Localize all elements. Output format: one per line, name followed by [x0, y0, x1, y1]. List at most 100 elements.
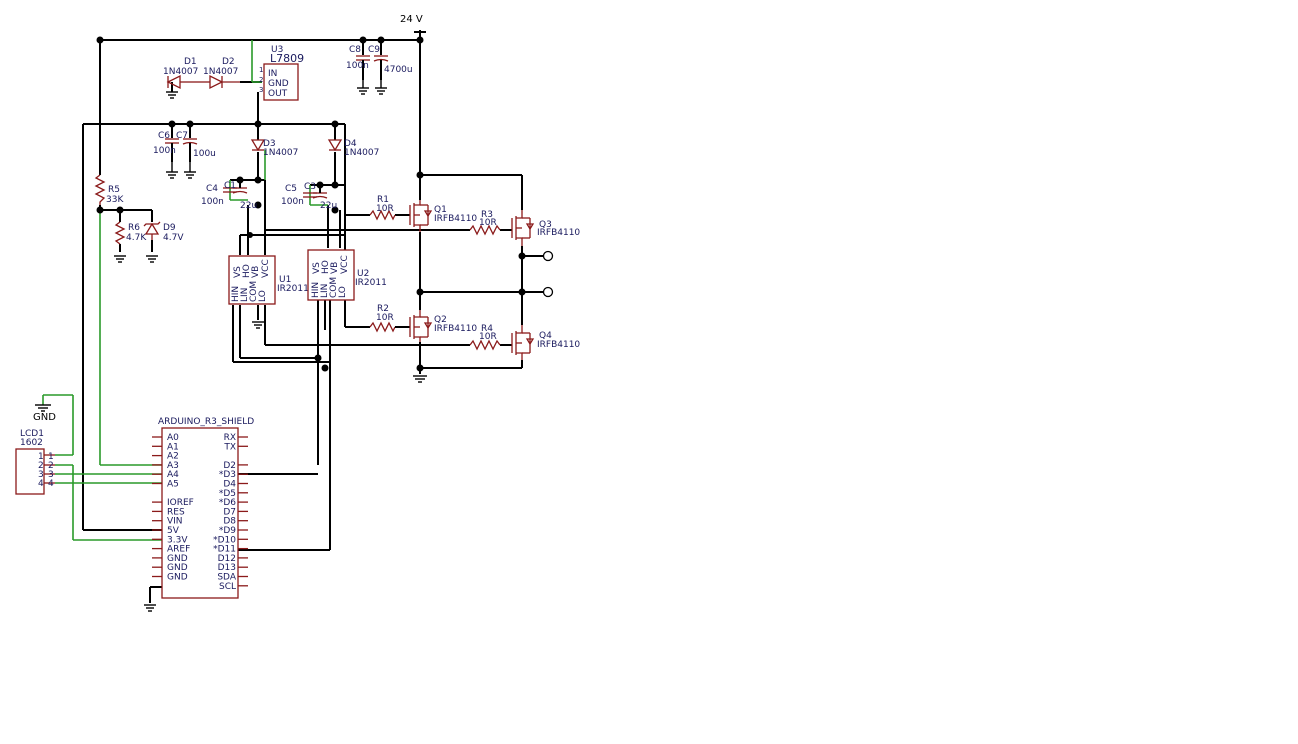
arduino-pin-a0: A0 — [167, 433, 179, 443]
svg-text:1N4007: 1N4007 — [263, 148, 298, 158]
zener-d9: D9 4.7V — [143, 221, 184, 243]
svg-text:VB: VB — [251, 266, 261, 278]
svg-text:22u: 22u — [240, 201, 257, 211]
svg-text:100u: 100u — [193, 149, 216, 159]
svg-text:100n: 100n — [201, 197, 224, 207]
wires — [82, 30, 545, 603]
u3-pin-in: IN — [268, 69, 277, 79]
lcd-connector: LCD1 1602 1 2 3 4 1 2 3 4 — [15, 429, 55, 495]
svg-text:IR2011: IR2011 — [355, 278, 387, 288]
svg-text:IRFB4110: IRFB4110 — [434, 214, 477, 224]
supply-label: 24 V — [400, 14, 423, 25]
svg-text:2: 2 — [38, 461, 44, 471]
arduino-pin-d3: *D3 — [219, 470, 236, 480]
arduino-pin-d8: D8 — [223, 517, 236, 527]
svg-text:IR2011: IR2011 — [277, 284, 309, 294]
u3-pin-num-1: 1 — [259, 66, 263, 74]
gate-driver-u2: HIN LIN COM LO VS HO VB VCC U2 IR2011 — [307, 249, 387, 301]
output-terminals — [542, 250, 554, 298]
svg-text:C7: C7 — [176, 131, 188, 141]
svg-text:LCD1: LCD1 — [20, 429, 44, 439]
svg-text:C4: C4 — [206, 184, 218, 194]
svg-text:4: 4 — [48, 479, 54, 489]
svg-text:Q4: Q4 — [539, 331, 552, 341]
svg-text:10R: 10R — [479, 332, 497, 342]
svg-text:100n: 100n — [281, 197, 304, 207]
svg-text:1: 1 — [38, 452, 44, 462]
svg-text:R4: R4 — [481, 324, 493, 334]
resistor-r1: R1 10R — [369, 195, 396, 221]
svg-text:C6: C6 — [158, 131, 170, 141]
svg-text:VS: VS — [312, 262, 322, 274]
u3-part: L7809 — [270, 52, 304, 65]
svg-text:Q1: Q1 — [434, 205, 447, 215]
svg-text:Q3: Q3 — [539, 220, 552, 230]
capacitor-c3: C3 22u — [304, 182, 337, 211]
svg-text:100n: 100n — [346, 61, 369, 71]
arduino-title: ARDUINO_R3_SHIELD — [158, 417, 254, 427]
arduino-pin-d12: D12 — [218, 554, 236, 564]
diode-d3: D3 1N4007 — [250, 139, 298, 158]
diode-d4: D4 1N4007 — [327, 139, 379, 158]
svg-text:HO: HO — [321, 260, 331, 274]
svg-text:LIN: LIN — [240, 288, 250, 302]
arduino-pin-d10: *D10 — [213, 535, 236, 545]
capacitor-c9: C9 4700u — [368, 45, 413, 80]
arduino-pin-gnd: GND — [167, 554, 188, 564]
arduino-pin-a4: A4 — [167, 470, 179, 480]
arduino-pin-33v: 3.3V — [167, 535, 188, 545]
svg-text:VB: VB — [330, 262, 340, 274]
arduino-pin-d11: *D11 — [213, 545, 236, 555]
svg-text:4.7V: 4.7V — [163, 233, 184, 243]
u3-pin-num-2: 2 — [259, 76, 263, 84]
u3-pin-gnd: GND — [268, 79, 289, 89]
svg-text:R6: R6 — [128, 223, 140, 233]
capacitor-c7: C7 100u — [176, 131, 216, 162]
arduino-pin-d9: *D9 — [219, 526, 236, 536]
svg-text:4700u: 4700u — [384, 65, 413, 75]
resistor-r5: R5 33K — [94, 174, 124, 205]
svg-text:10R: 10R — [479, 218, 497, 228]
svg-text:COM: COM — [249, 281, 259, 302]
svg-text:D2: D2 — [222, 57, 235, 67]
arduino-pin-gnd: GND — [167, 573, 188, 583]
svg-text:COM: COM — [329, 277, 339, 298]
svg-text:D1: D1 — [184, 57, 197, 67]
svg-text:10R: 10R — [376, 204, 394, 214]
svg-text:VS: VS — [233, 266, 243, 278]
arduino-pin-d5: *D5 — [219, 489, 236, 499]
arduino-shield: ARDUINO_R3_SHIELD A0A1A2A3A4A5IOREFRESVI… — [152, 417, 254, 599]
arduino-pin-sda: SDA — [217, 573, 236, 583]
u3-pin-out: OUT — [268, 89, 288, 99]
arduino-pin-5v: 5V — [167, 526, 180, 536]
resistor-r3: R3 10R — [469, 210, 501, 236]
arduino-pin-aref: AREF — [167, 545, 190, 555]
mosfet-q2: Q2 IRFB4110 — [409, 310, 477, 342]
svg-text:4.7K: 4.7K — [126, 233, 147, 243]
svg-text:R1: R1 — [377, 195, 389, 205]
svg-text:C3: C3 — [304, 182, 316, 192]
svg-text:R3: R3 — [481, 210, 493, 220]
svg-text:VCC: VCC — [261, 259, 271, 278]
gate-driver-u1: HIN LIN COM LO VS HO VB VCC U1 IR2011 — [228, 255, 309, 305]
svg-text:22u: 22u — [320, 201, 337, 211]
resistor-r6: R6 4.7K — [114, 221, 147, 245]
svg-text:D3: D3 — [263, 139, 276, 149]
svg-text:1N4007: 1N4007 — [203, 67, 238, 77]
arduino-pin-d13: D13 — [218, 563, 236, 573]
svg-text:IRFB4110: IRFB4110 — [434, 324, 477, 334]
svg-text:C5: C5 — [285, 184, 297, 194]
arduino-pin-d6: *D6 — [219, 498, 236, 508]
svg-text:3: 3 — [38, 470, 44, 480]
svg-text:10R: 10R — [376, 313, 394, 323]
arduino-pin-vin: VIN — [167, 517, 183, 527]
mosfet-q3: Q3 IRFB4110 — [511, 210, 580, 246]
capacitor-c6: C6 100n — [153, 131, 179, 162]
capacitor-c1: C1 22u — [224, 180, 257, 211]
arduino-pin-d2: D2 — [223, 461, 236, 471]
arduino-pin-tx: TX — [223, 442, 236, 452]
mosfet-q1: Q1 IRFB4110 — [409, 200, 477, 232]
ground-symbols: GND — [33, 80, 427, 612]
